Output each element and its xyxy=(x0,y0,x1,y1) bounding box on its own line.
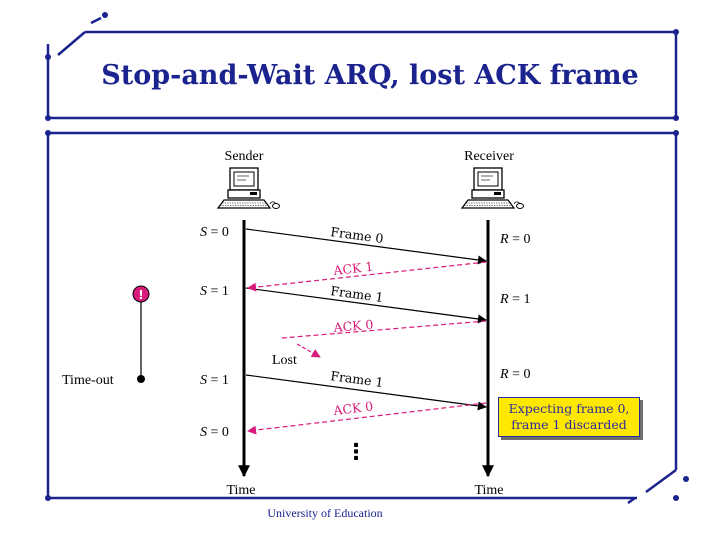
state-eq: = xyxy=(207,373,222,388)
receiver-time-label: Time xyxy=(474,483,503,498)
message-label: ACK 1 xyxy=(332,259,374,278)
state-var: S xyxy=(200,284,207,299)
sender-label: Sender xyxy=(225,149,264,164)
frame-arrow xyxy=(245,374,487,411)
title-frame xyxy=(46,30,678,120)
state-value: 0 xyxy=(222,225,229,240)
discard-note: Expecting frame 0, frame 1 discarded xyxy=(498,397,640,437)
continuation-dots: ⋮ xyxy=(345,440,367,465)
sender-state-3: S = 1 xyxy=(200,373,229,388)
computer-icon xyxy=(217,167,281,210)
receiver-state-1: R = 0 xyxy=(499,232,530,247)
state-eq: = xyxy=(509,292,524,307)
lost-pointer xyxy=(296,343,321,358)
state-var: S xyxy=(200,373,207,388)
state-eq: = xyxy=(207,225,222,240)
timer-mark: ! xyxy=(138,288,143,302)
receiver-state-2: R = 1 xyxy=(499,292,530,307)
receiver-state-3: R = 0 xyxy=(499,367,530,382)
footer-label: University of Education xyxy=(267,506,383,520)
sender-time-label: Time xyxy=(226,483,255,498)
frame-arrow xyxy=(245,287,487,324)
computer-icon xyxy=(461,167,525,210)
ack-arrow-lost xyxy=(281,320,487,339)
timeout-label: Time-out xyxy=(62,373,114,388)
state-value: 1 xyxy=(222,284,229,299)
timeout-dot xyxy=(137,375,145,383)
timer-start-icon: ! xyxy=(132,285,150,303)
content-frame-dots xyxy=(45,130,689,501)
content-frame xyxy=(46,131,678,500)
state-eq: = xyxy=(207,284,222,299)
state-value: 0 xyxy=(222,425,229,440)
frame-arrow xyxy=(245,228,487,265)
state-var: R xyxy=(499,292,509,307)
state-var: R xyxy=(499,232,509,247)
note-line-2: frame 1 discarded xyxy=(511,417,627,432)
message-label: ACK 0 xyxy=(332,398,374,418)
state-eq: = xyxy=(207,425,222,440)
state-var: S xyxy=(200,225,207,240)
message-label: Frame 1 xyxy=(330,368,385,390)
message-label: Frame 1 xyxy=(330,283,385,305)
title-frame-tick xyxy=(90,16,102,25)
title-frame-dots xyxy=(45,12,679,121)
message-label: Frame 0 xyxy=(330,224,385,246)
state-var: S xyxy=(200,425,207,440)
lost-label: Lost xyxy=(272,353,297,368)
slide-title: Stop-and-Wait ARQ, lost ACK frame xyxy=(101,60,639,91)
state-value: 1 xyxy=(222,373,229,388)
content-frame-tick xyxy=(627,496,636,505)
receiver-label: Receiver xyxy=(464,149,514,164)
state-value: 0 xyxy=(523,367,530,382)
note-line-1: Expecting frame 0, xyxy=(508,401,630,416)
state-eq: = xyxy=(509,232,524,247)
sender-state-4: S = 0 xyxy=(200,425,229,440)
sender-state-2: S = 1 xyxy=(200,284,229,299)
state-var: R xyxy=(499,367,509,382)
state-value: 1 xyxy=(523,292,530,307)
state-eq: = xyxy=(509,367,524,382)
sender-state-1: S = 0 xyxy=(200,225,229,240)
message-label: ACK 0 xyxy=(332,317,374,335)
state-value: 0 xyxy=(523,232,530,247)
